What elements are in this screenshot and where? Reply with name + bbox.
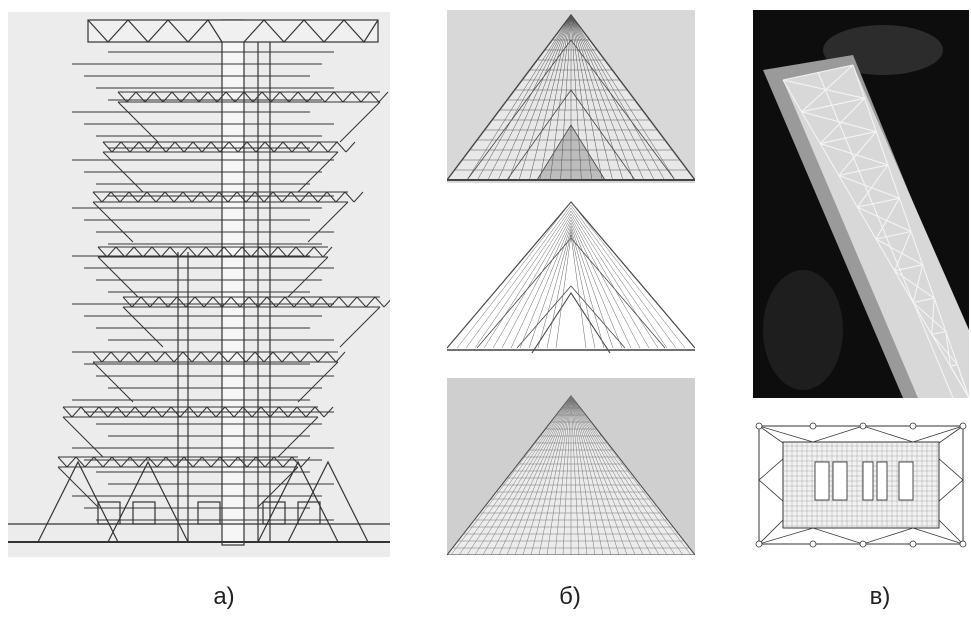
- pyramid-face-drawing: [447, 378, 695, 555]
- caption-b: б): [559, 583, 581, 610]
- caption-c: в): [869, 583, 891, 610]
- building-photo: [753, 10, 969, 398]
- caption-a: а): [213, 583, 235, 610]
- pyramid-section-drawing: [447, 198, 695, 360]
- pyramid-elevation-drawing: [447, 10, 695, 183]
- tower-drawing: [8, 12, 390, 557]
- building-plan-drawing: [753, 420, 969, 550]
